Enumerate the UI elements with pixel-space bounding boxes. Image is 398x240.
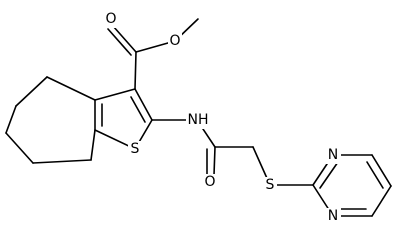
atom-amide-carbonyl-oxygen: O bbox=[203, 174, 218, 191]
atom-ester-ether-oxygen: O bbox=[168, 33, 182, 50]
bond-ring7-1 bbox=[46, 76, 96, 101]
amide-carbonyl-oxygen-label: O bbox=[204, 174, 215, 190]
bond-ester-carbonyl bbox=[112, 25, 137, 53]
bond-ring7-3 bbox=[5, 105, 17, 134]
bond-ring7-5 bbox=[32, 159, 92, 164]
bond-pyr-c6-c5-double bbox=[366, 161, 384, 189]
atom-pyrimidine-nitrogen-bottom: N bbox=[326, 208, 341, 225]
bond-pyr-c5-c4 bbox=[371, 185, 392, 217]
bond-amide-carbonyl bbox=[213, 146, 216, 176]
bond-ester-carbonyl-double bbox=[107, 28, 132, 56]
bond-pyr-c6-c5 bbox=[371, 154, 392, 187]
amide-nitrogen-label: NH bbox=[188, 112, 209, 128]
atom-label-layer: O O S NH O S N N bbox=[104, 11, 341, 225]
ester-carbonyl-oxygen-label: O bbox=[105, 11, 116, 27]
bond-thiophene-c3-c2 bbox=[134, 88, 153, 121]
atom-ester-carbonyl-oxygen: O bbox=[104, 11, 118, 28]
bond-thiophene-c3-c2-double bbox=[130, 96, 146, 123]
bond-layer bbox=[5, 18, 392, 217]
bond-ring7-6 bbox=[90, 129, 96, 161]
bond-thiophene-c3a-c3 bbox=[94, 88, 136, 101]
bond-ring7-2 bbox=[15, 76, 48, 107]
pyrimidine-nitrogen-top-label: N bbox=[328, 147, 338, 163]
bond-pyr-c2-n1-double bbox=[319, 161, 339, 189]
atom-pyrimidine-nitrogen-top: N bbox=[326, 147, 341, 164]
bond-c3-ester-carbon bbox=[134, 51, 137, 90]
atom-thioether-sulfur: S bbox=[263, 177, 277, 194]
thioether-sulfur-label: S bbox=[266, 177, 275, 193]
ester-ether-oxygen-label: O bbox=[169, 33, 180, 49]
thiophene-sulfur-label: S bbox=[131, 141, 140, 157]
pyrimidine-nitrogen-bottom-label: N bbox=[328, 208, 338, 224]
molecule-structure: O O S NH O S N N bbox=[5, 11, 392, 225]
atom-thiophene-sulfur: S bbox=[128, 141, 142, 158]
bond-ring7-4 bbox=[5, 132, 34, 164]
atom-amide-nitrogen: NH bbox=[186, 112, 210, 129]
